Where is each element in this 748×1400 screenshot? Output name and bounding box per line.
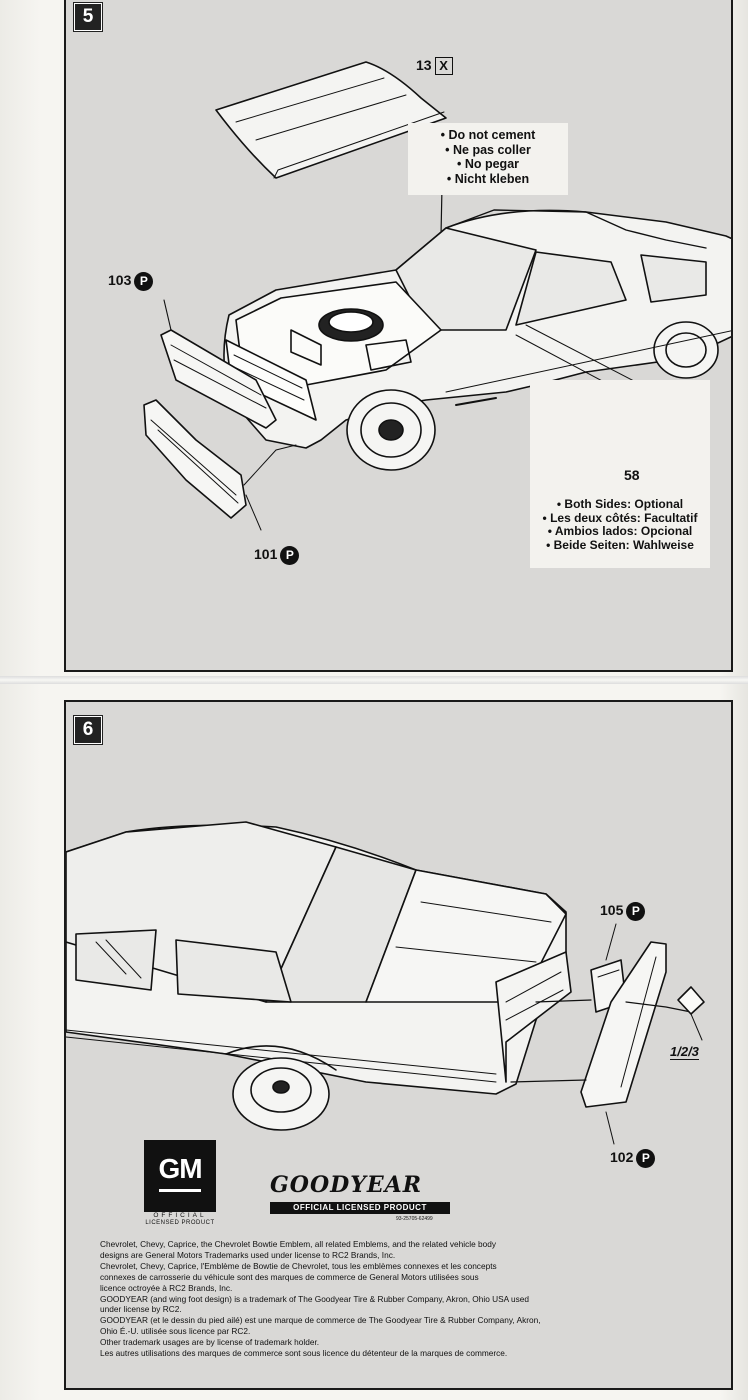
chrome-part-badge: P [626,902,646,921]
legal-line: Chevrolet, Chevy, Caprice, the Chevrolet… [100,1239,496,1249]
step-6-illustration [66,821,705,1145]
part-103-label: 103 [108,272,132,289]
chrome-part-badge: P [134,272,154,291]
both-sides-optional-note: • Both Sides: Optional • Les deux côtés:… [532,497,708,552]
legal-line: designs are General Motors Trademarks us… [100,1249,396,1260]
part-13-label: 13 [416,57,432,73]
part-105-label: 105 [600,902,624,919]
step-6-panel: 6 [64,700,733,1390]
legal-line: Other trademark usages are by license of… [100,1337,320,1348]
do-not-cement-note: • Do not cement • Ne pas coller • No peg… [408,123,568,195]
step-number: 5 [73,2,103,32]
step-5-illustration [143,61,731,531]
legal-notice: Chevrolet, Chevy, Caprice, the Chevrolet… [100,1239,580,1359]
gm-logo-underline [159,1189,201,1192]
gm-official-text: OFFICIAL [153,1212,207,1219]
legal-line: GOODYEAR (and wing foot design) is a tra… [100,1293,530,1304]
part-102-label: 102 [610,1149,634,1166]
note-line: • Ne pas coller [445,142,531,157]
gm-licensed-text: LICENSED PRODUCT [145,1220,215,1226]
part-101-label: 101 [254,546,278,563]
decal-callout: 1/2/3 [670,1044,699,1060]
step-5-panel: 5 [64,0,733,672]
note-line: • Nicht kleben [446,171,530,186]
note-line: • Ambios lados: Opcional [547,524,693,538]
gm-logo: GM [144,1140,216,1212]
note-line: • Beide Seiten: Wahlweise [546,537,694,552]
legal-line: Chevrolet, Chevy, Caprice, l'Emblème de … [100,1260,497,1271]
part-58-label: 58 [624,467,640,483]
gm-logo-letters: GM [158,1153,202,1184]
step-number: 6 [73,715,103,745]
goodyear-code: 93-25705-62499 [396,1216,433,1222]
chrome-part-badge: P [636,1149,656,1168]
goodyear-licensed-bar: OFFICIAL LICENSED PRODUCT [270,1202,450,1214]
do-not-cement-marker: X [434,57,453,76]
legal-line: licence octroyée à RC2 Brands, Inc. [100,1282,233,1293]
legal-line: GOODYEAR (et le dessin du pied ailé) est… [100,1315,541,1326]
note-line: • Do not cement [440,128,536,142]
page-fold [0,676,748,684]
legal-line: Ohio É.-U. utilisée sous licence par RC2… [100,1326,251,1337]
legal-line: connexes de carrosserie du véhicule sont… [100,1271,479,1282]
note-line: • Les deux côtés: Facultatif [542,510,698,525]
goodyear-logo: GOODYEAR [270,1172,423,1198]
note-line: • No pegar [456,157,520,171]
optional-note-box [530,380,710,568]
legal-line: under license by RC2. [100,1304,182,1315]
legal-line: Les autres utilisations des marques de c… [100,1348,508,1359]
note-line: • Both Sides: Optional [556,497,684,511]
chrome-part-badge: P [280,546,300,565]
